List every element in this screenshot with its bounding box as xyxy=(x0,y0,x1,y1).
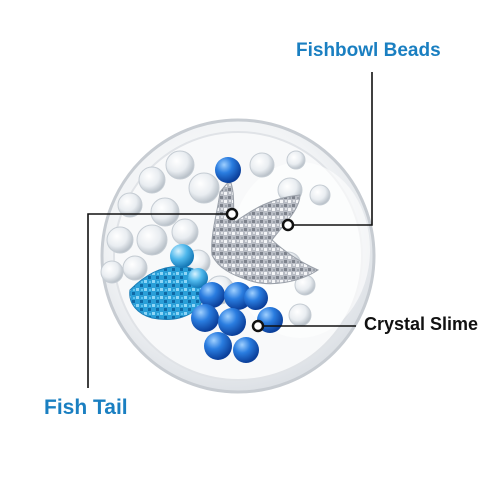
silver-fish-tail xyxy=(211,179,320,285)
label-crystal-slime: Crystal Slime xyxy=(364,314,479,334)
leader-line-fishbowl xyxy=(290,72,373,226)
label-fishbowl-beads: Fishbowl Beads xyxy=(296,40,441,61)
marker-fishtail xyxy=(225,207,239,221)
cyan-beads xyxy=(170,244,208,288)
marker-fishbowl xyxy=(281,218,295,232)
clear-beads xyxy=(100,150,331,327)
callout-fish-tail xyxy=(87,207,239,388)
callout-fishbowl-beads xyxy=(281,72,373,232)
callout-crystal-slime xyxy=(251,319,356,333)
marker-crystal xyxy=(251,319,265,333)
leader-line-fishtail xyxy=(87,213,230,388)
label-fish-tail: Fish Tail xyxy=(44,396,128,419)
